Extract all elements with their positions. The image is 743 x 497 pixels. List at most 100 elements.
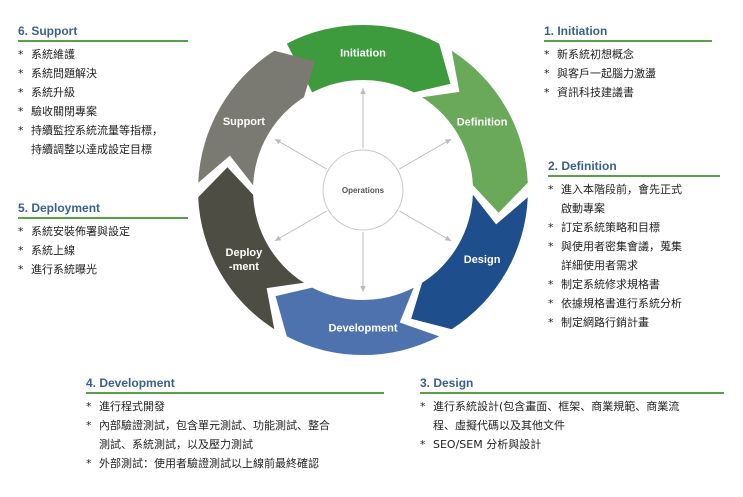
spoke-definition xyxy=(399,138,452,170)
bullet-marker: * xyxy=(548,183,554,196)
bullet-marker: * xyxy=(86,419,92,432)
development-item-1: * 進行程式開發 xyxy=(86,397,384,416)
development-panel-title: 4. Development xyxy=(86,376,384,394)
bullet-marker: * xyxy=(86,457,92,470)
center-label: Operations xyxy=(342,186,385,195)
design-panel-title: 3. Design xyxy=(420,376,724,394)
design-item-text: 進行系統設計(包含畫面、框架、商業規範、商業流 xyxy=(433,400,680,413)
development-item-2-cont: 測試、系統測試，以及壓力測試 xyxy=(86,435,384,454)
spoke-arrowhead xyxy=(274,139,282,145)
bullet-marker: * xyxy=(18,105,24,118)
deployment-item-text: 系統上線 xyxy=(31,244,75,257)
segment-initiation xyxy=(286,24,451,93)
deployment-item-2: * 系統上線 xyxy=(18,241,188,260)
bullet-marker: * xyxy=(86,400,92,413)
bullet-marker: * xyxy=(18,48,24,61)
bullet-marker: * xyxy=(18,124,24,137)
spoke-arrowhead xyxy=(360,88,366,94)
deployment-item-text: 進行系統曝光 xyxy=(31,263,97,276)
segment-label-line: -ment xyxy=(229,261,259,273)
spoke-support xyxy=(274,138,327,170)
spoke-arrowhead xyxy=(274,235,282,241)
deployment-item-3: *進行系統曝光 xyxy=(18,260,188,279)
segment-label-line: Initiation xyxy=(340,48,386,60)
bullet-marker: * xyxy=(548,316,554,329)
bullet-marker: * xyxy=(18,225,24,238)
support-item-5-cont: 持續調整以達成設定目標 xyxy=(18,140,188,159)
initiation-item-2: *與客戶一起腦力激盪 xyxy=(544,64,712,83)
definition-panel-title: 2. Definition xyxy=(548,159,720,177)
deployment-item-1: * 系統安裝佈署與設定 xyxy=(18,222,188,241)
design-panel: 3. Design *進行系統設計(包含畫面、框架、商業規範、商業流程、虛擬代碼… xyxy=(420,376,724,454)
deployment-panel: 5. Deployment * 系統安裝佈署與設定 * 系統上線 *進行系統曝光 xyxy=(18,201,188,279)
spoke-design xyxy=(399,210,452,242)
support-panel-title: 6. Support xyxy=(18,24,188,42)
definition-item-text: 啟動專案 xyxy=(561,202,605,215)
support-item-text: 持續調整以達成設定目標 xyxy=(31,143,152,156)
spoke-arrowhead xyxy=(360,286,366,292)
support-item-4: * 驗收關閉專案 xyxy=(18,102,188,121)
definition-item-1: * 進入本階段前，會先正式 xyxy=(548,180,720,199)
initiation-panel: 1. Initiation *新系統初想概念*與客戶一起腦力激盪*資訊科技建議書 xyxy=(544,24,712,102)
initiation-item-1: *新系統初想概念 xyxy=(544,45,712,64)
bullet-marker: * xyxy=(18,244,24,257)
bullet-marker: * xyxy=(544,48,550,61)
segment-label-line: Development xyxy=(328,323,397,335)
segment-label-line: Deploy xyxy=(226,247,264,259)
segment-label-deployment: Deploy -ment xyxy=(226,247,264,273)
bullet-marker: * xyxy=(548,297,554,310)
development-item-text: 外部測試：使用者驗證測試以上線前最終確認 xyxy=(99,457,319,470)
initiation-item-3: *資訊科技建議書 xyxy=(544,83,712,102)
development-item-text: 進行程式開發 xyxy=(99,400,165,413)
definition-item-6: * 制定網路行銷計畫 xyxy=(548,313,720,332)
segment-label-support: Support xyxy=(223,116,265,128)
definition-item-text: 制定系統修求規格書 xyxy=(561,278,660,291)
design-item-1-cont: 程、虛擬代碼以及其他文件 xyxy=(420,416,724,435)
spoke-deployment xyxy=(274,210,327,242)
definition-item-text: 制定網路行銷計畫 xyxy=(561,316,649,329)
support-item-3: * 系統升級 xyxy=(18,83,188,102)
bullet-marker: * xyxy=(548,278,554,291)
development-item-text: 測試、系統測試，以及壓力測試 xyxy=(99,438,253,451)
segment-label-design: Design xyxy=(464,254,501,266)
support-item-text: 系統升級 xyxy=(31,86,75,99)
segment-support xyxy=(198,50,315,186)
segment-label-initiation: Initiation xyxy=(340,48,386,60)
definition-item-text: 詳細使用者需求 xyxy=(561,259,638,272)
definition-item-text: 與使用者密集會議，蒐集 xyxy=(561,240,682,253)
definition-item-text: 進入本階段前，會先正式 xyxy=(561,183,682,196)
center-circle xyxy=(322,149,404,231)
support-item-text: 持續監控系統流量等指標， xyxy=(31,124,163,137)
segment-label-line: Support xyxy=(223,116,265,128)
bullet-marker: * xyxy=(548,221,554,234)
bullet-marker: * xyxy=(544,67,550,80)
support-panel: 6. Support *系統維護*系統問題解決 * 系統升級 * 驗收關閉專案 * 持續監控… xyxy=(18,24,188,159)
definition-item-2: * 訂定系統策略和目標 xyxy=(548,218,720,237)
bullet-marker: * xyxy=(548,240,554,253)
deployment-panel-title: 5. Deployment xyxy=(18,201,188,219)
deployment-item-text: 系統安裝佈署與設定 xyxy=(31,225,130,238)
support-item-2: *系統問題解決 xyxy=(18,64,188,83)
design-item-text: SEO/SEM 分析與設計 xyxy=(433,438,542,451)
bullet-marker: * xyxy=(420,438,426,451)
bullet-marker: * xyxy=(18,86,24,99)
segment-label-development: Development xyxy=(328,323,397,335)
definition-item-text: 依據規格書進行系統分析 xyxy=(561,297,682,310)
definition-item-text: 訂定系統策略和目標 xyxy=(561,221,660,234)
development-item-3: * 外部測試：使用者驗證測試以上線前最終確認 xyxy=(86,454,384,473)
spoke-arrowhead xyxy=(444,139,452,145)
spoke-arrowhead xyxy=(444,235,452,241)
segment-deployment xyxy=(198,167,304,330)
design-item-1: *進行系統設計(包含畫面、框架、商業規範、商業流 xyxy=(420,397,724,416)
design-item-2: * SEO/SEM 分析與設計 xyxy=(420,435,724,454)
definition-item-4: * 制定系統修求規格書 xyxy=(548,275,720,294)
definition-item-3: * 與使用者密集會議，蒐集 xyxy=(548,237,720,256)
development-panel: 4. Development * 進行程式開發 * 內部驗證測試，包含單元測試、功能測… xyxy=(86,376,384,473)
development-item-text: 內部驗證測試，包含單元測試、功能測試、整合 xyxy=(99,419,330,432)
segment-label-definition: Definition xyxy=(457,116,508,128)
segment-definition xyxy=(422,50,528,213)
support-item-5: * 持續監控系統流量等指標， xyxy=(18,121,188,140)
support-item-1: *系統維護 xyxy=(18,45,188,64)
support-item-text: 驗收關閉專案 xyxy=(31,105,97,118)
